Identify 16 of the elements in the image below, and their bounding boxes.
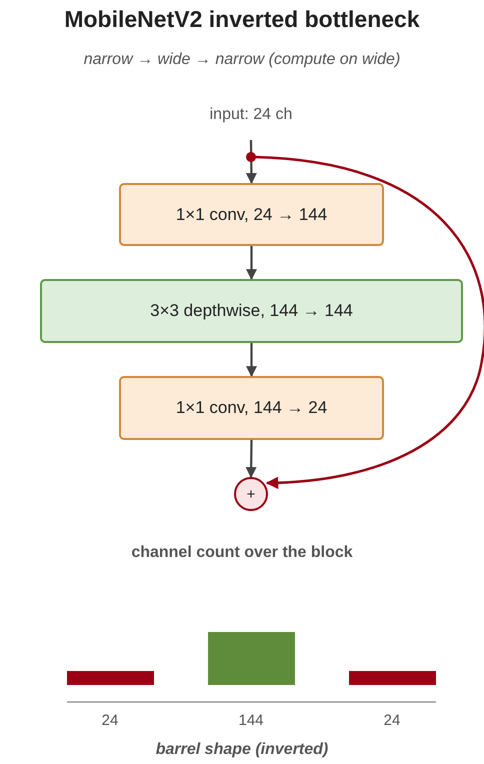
input-label: input: 24 ch	[191, 104, 311, 126]
chart-title: channel count over the block	[130, 544, 354, 562]
arrow	[246, 440, 257, 478]
arrow	[246, 343, 257, 378]
axis-label: 24	[100, 712, 120, 729]
skip-connection	[246, 152, 484, 489]
axis-label: 24	[382, 712, 402, 729]
subtitle: narrow → wide → narrow (compute on wide)	[82, 51, 402, 69]
depthwise-box: 3×3 depthwise, 144 → 144	[40, 279, 463, 343]
axis-title: barrel shape (inverted)	[154, 741, 330, 759]
conv-box: 1×1 conv, 24 → 144	[119, 183, 384, 246]
add-circle: +	[234, 477, 268, 511]
conv-box: 1×1 conv, 144 → 24	[119, 376, 384, 440]
arrow	[246, 246, 257, 280]
title: MobileNetV2 inverted bottleneck	[63, 6, 421, 33]
axis-label: 144	[237, 712, 265, 729]
